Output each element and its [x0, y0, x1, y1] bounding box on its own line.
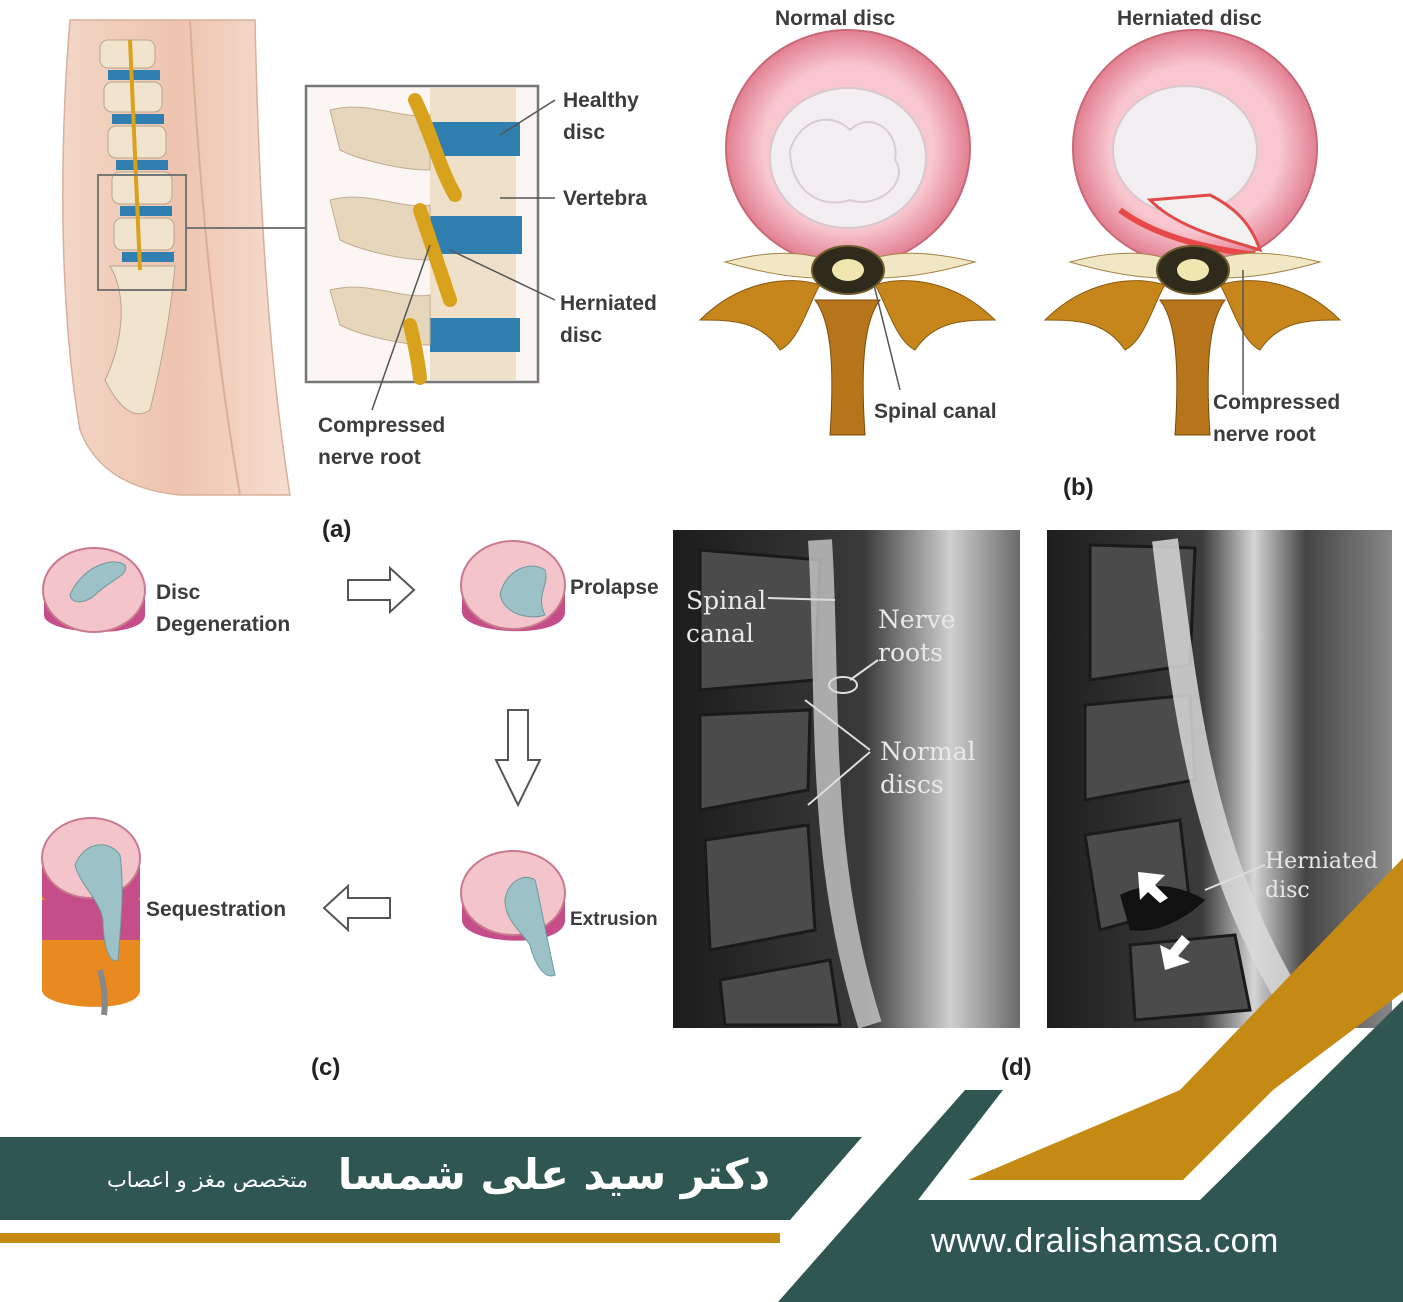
panel-a-illustration: [62, 19, 556, 496]
arrow-left-icon: [322, 883, 391, 933]
panel-b-normal-disc: [698, 29, 997, 436]
label-mri-nerve-roots: Nerve roots: [878, 605, 956, 667]
doctor-specialty: متخصص مغز و اعصاب: [107, 1168, 308, 1192]
panel-letter-b: (b): [1063, 474, 1094, 501]
title-normal-disc: Normal disc: [775, 7, 896, 30]
label-compressed-nerve-root-b: Compressed nerve root: [1213, 391, 1341, 446]
label-mri-herniated-disc: Herniated disc: [1265, 849, 1378, 903]
disc-degeneration-illustration: [42, 547, 146, 633]
label-herniated-disc: Herniated disc: [560, 292, 657, 347]
arrow-white-icon-2: [1160, 935, 1190, 970]
panel-b-herniated-disc: [1043, 29, 1342, 436]
label-spinal-canal-b: Spinal canal: [874, 400, 997, 423]
label-mri-normal-discs: Normal discs: [880, 737, 976, 799]
doctor-name: دکتر سید علی شمسا: [337, 1150, 770, 1199]
arrow-right-icon: [347, 565, 416, 615]
disc-prolapse-illustration: [460, 540, 566, 632]
label-compressed-nerve-root-a: Compressed nerve root: [318, 414, 446, 469]
website-link[interactable]: www.dralishamsa.com: [931, 1222, 1279, 1260]
label-mri-spinal-canal: Spinal canal: [686, 586, 767, 648]
label-sequestration: Sequestration: [146, 898, 287, 921]
panel-c-stages: [41, 540, 566, 1016]
panel-letter-d: (d): [1001, 1054, 1032, 1081]
label-extrusion: Extrusion: [570, 909, 658, 930]
disc-extrusion-illustration: [460, 850, 566, 977]
label-disc-degeneration: Disc Degeneration: [156, 581, 291, 636]
arrow-down-icon: [494, 709, 542, 808]
torso-spine: [99, 39, 176, 415]
label-healthy-disc: Healthy disc: [563, 89, 639, 144]
banner-decor: [0, 858, 1403, 1302]
label-prolapse: Prolapse: [570, 576, 659, 599]
inset-vertebrae: [329, 88, 522, 385]
label-vertebra: Vertebra: [563, 187, 648, 210]
title-herniated-disc: Herniated disc: [1117, 7, 1262, 30]
panel-letter-c: (c): [311, 1054, 341, 1081]
panel-d-mri: [673, 530, 1392, 1029]
arrow-white-icon: [1138, 872, 1168, 903]
disc-sequestration-illustration: [41, 817, 141, 1016]
panel-letter-a: (a): [322, 516, 352, 543]
